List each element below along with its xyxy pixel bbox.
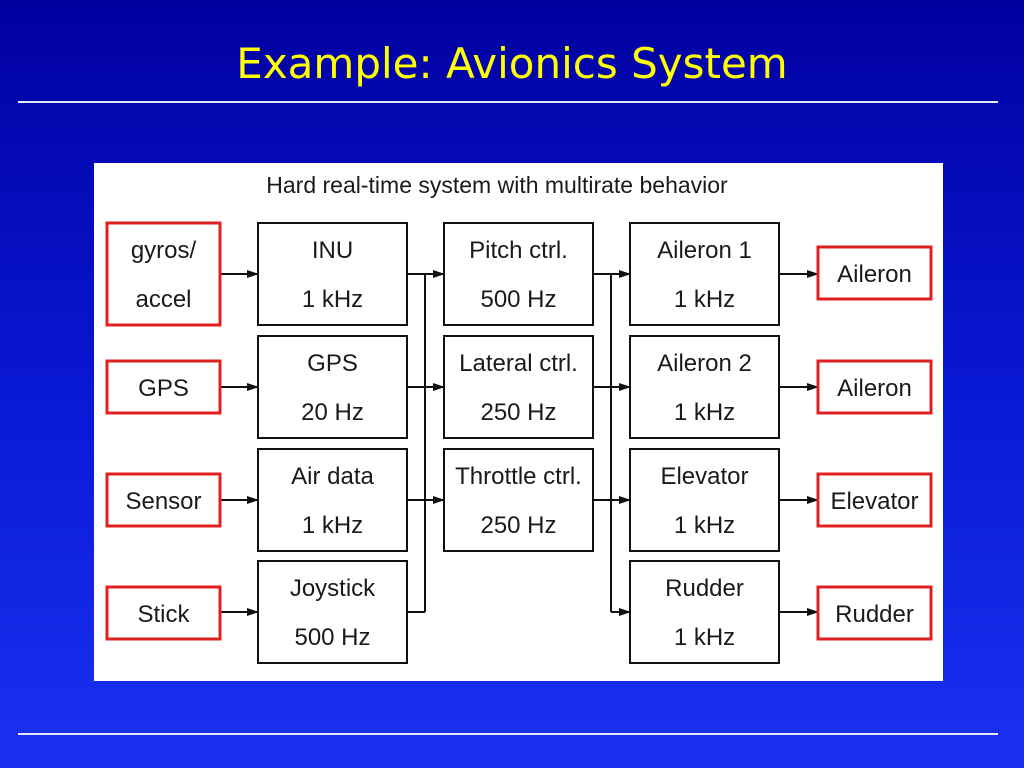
- task-lateral-ctrl: Lateral ctrl. 250 Hz: [443, 335, 594, 439]
- avionics-diagram: Hard real-time system with multirate beh…: [105, 172, 933, 664]
- task-rate: 500 Hz: [294, 624, 370, 651]
- output-label: Aileron: [837, 375, 912, 402]
- task-air-data: Air data 1 kHz: [257, 448, 408, 552]
- task-name: Rudder: [665, 575, 744, 602]
- task-box: [257, 335, 408, 439]
- input-box: [105, 359, 222, 415]
- task-box: [629, 335, 780, 439]
- task-name: Air data: [291, 463, 374, 490]
- task-rate: 500 Hz: [480, 286, 556, 313]
- input-sensor: Sensor: [105, 472, 222, 528]
- input-box: [105, 585, 222, 641]
- output-box: [816, 585, 933, 641]
- task-throttle-ctrl: Throttle ctrl. 250 Hz: [443, 448, 594, 552]
- diagram-title: Hard real-time system with multirate beh…: [266, 172, 728, 198]
- top-divider: [18, 101, 998, 103]
- task-box: [443, 335, 594, 439]
- input-label: Stick: [137, 601, 190, 628]
- task-gps: GPS 20 Hz: [257, 335, 408, 439]
- output-aileron-1: Aileron: [816, 245, 933, 301]
- task-joystick: Joystick 500 Hz: [257, 560, 408, 664]
- task-rate: 20 Hz: [301, 399, 364, 426]
- task-box: [629, 222, 780, 326]
- task-rudder: Rudder 1 kHz: [629, 560, 780, 664]
- task-name: GPS: [307, 350, 358, 377]
- output-label: Rudder: [835, 601, 914, 628]
- task-name: INU: [312, 237, 353, 264]
- input-box: [105, 221, 222, 327]
- slide-title: Example: Avionics System: [236, 39, 788, 88]
- bottom-divider: [18, 733, 998, 735]
- input-box: [105, 472, 222, 528]
- output-label: Elevator: [830, 488, 918, 515]
- input-label-line2: accel: [135, 286, 191, 313]
- input-label-line1: gyros/: [131, 237, 197, 264]
- input-gps: GPS: [105, 359, 222, 415]
- output-box: [816, 245, 933, 301]
- task-aileron-2: Aileron 2 1 kHz: [629, 335, 780, 439]
- task-box: [629, 448, 780, 552]
- task-name: Joystick: [290, 575, 376, 602]
- task-box: [443, 222, 594, 326]
- input-label: Sensor: [125, 488, 201, 515]
- task-rate: 1 kHz: [302, 512, 363, 539]
- task-name: Elevator: [660, 463, 748, 490]
- task-rate: 1 kHz: [674, 399, 735, 426]
- connector-layer: [220, 270, 819, 616]
- task-name: Lateral ctrl.: [459, 350, 578, 377]
- task-inu: INU 1 kHz: [257, 222, 408, 326]
- task-box: [257, 560, 408, 664]
- task-box: [257, 448, 408, 552]
- task-rate: 1 kHz: [302, 286, 363, 313]
- input-stick: Stick: [105, 585, 222, 641]
- input-label: GPS: [138, 375, 189, 402]
- diagram-panel: Hard real-time system with multirate beh…: [94, 163, 943, 681]
- task-elevator: Elevator 1 kHz: [629, 448, 780, 552]
- task-rate: 250 Hz: [480, 512, 556, 539]
- task-box: [443, 448, 594, 552]
- task-box: [257, 222, 408, 326]
- task-name: Aileron 2: [657, 350, 752, 377]
- output-box: [816, 359, 933, 415]
- output-label: Aileron: [837, 261, 912, 288]
- task-name: Aileron 1: [657, 237, 752, 264]
- task-aileron-1: Aileron 1 1 kHz: [629, 222, 780, 326]
- task-pitch-ctrl: Pitch ctrl. 500 Hz: [443, 222, 594, 326]
- output-box: [816, 472, 933, 528]
- task-rate: 1 kHz: [674, 286, 735, 313]
- task-rate: 1 kHz: [674, 512, 735, 539]
- task-box: [629, 560, 780, 664]
- output-rudder: Rudder: [816, 585, 933, 641]
- task-name: Pitch ctrl.: [469, 237, 568, 264]
- task-name: Throttle ctrl.: [455, 463, 582, 490]
- output-elevator: Elevator: [816, 472, 933, 528]
- task-rate: 1 kHz: [674, 624, 735, 651]
- output-aileron-2: Aileron: [816, 359, 933, 415]
- input-gyros-accel: gyros/ accel: [105, 221, 222, 327]
- task-rate: 250 Hz: [480, 399, 556, 426]
